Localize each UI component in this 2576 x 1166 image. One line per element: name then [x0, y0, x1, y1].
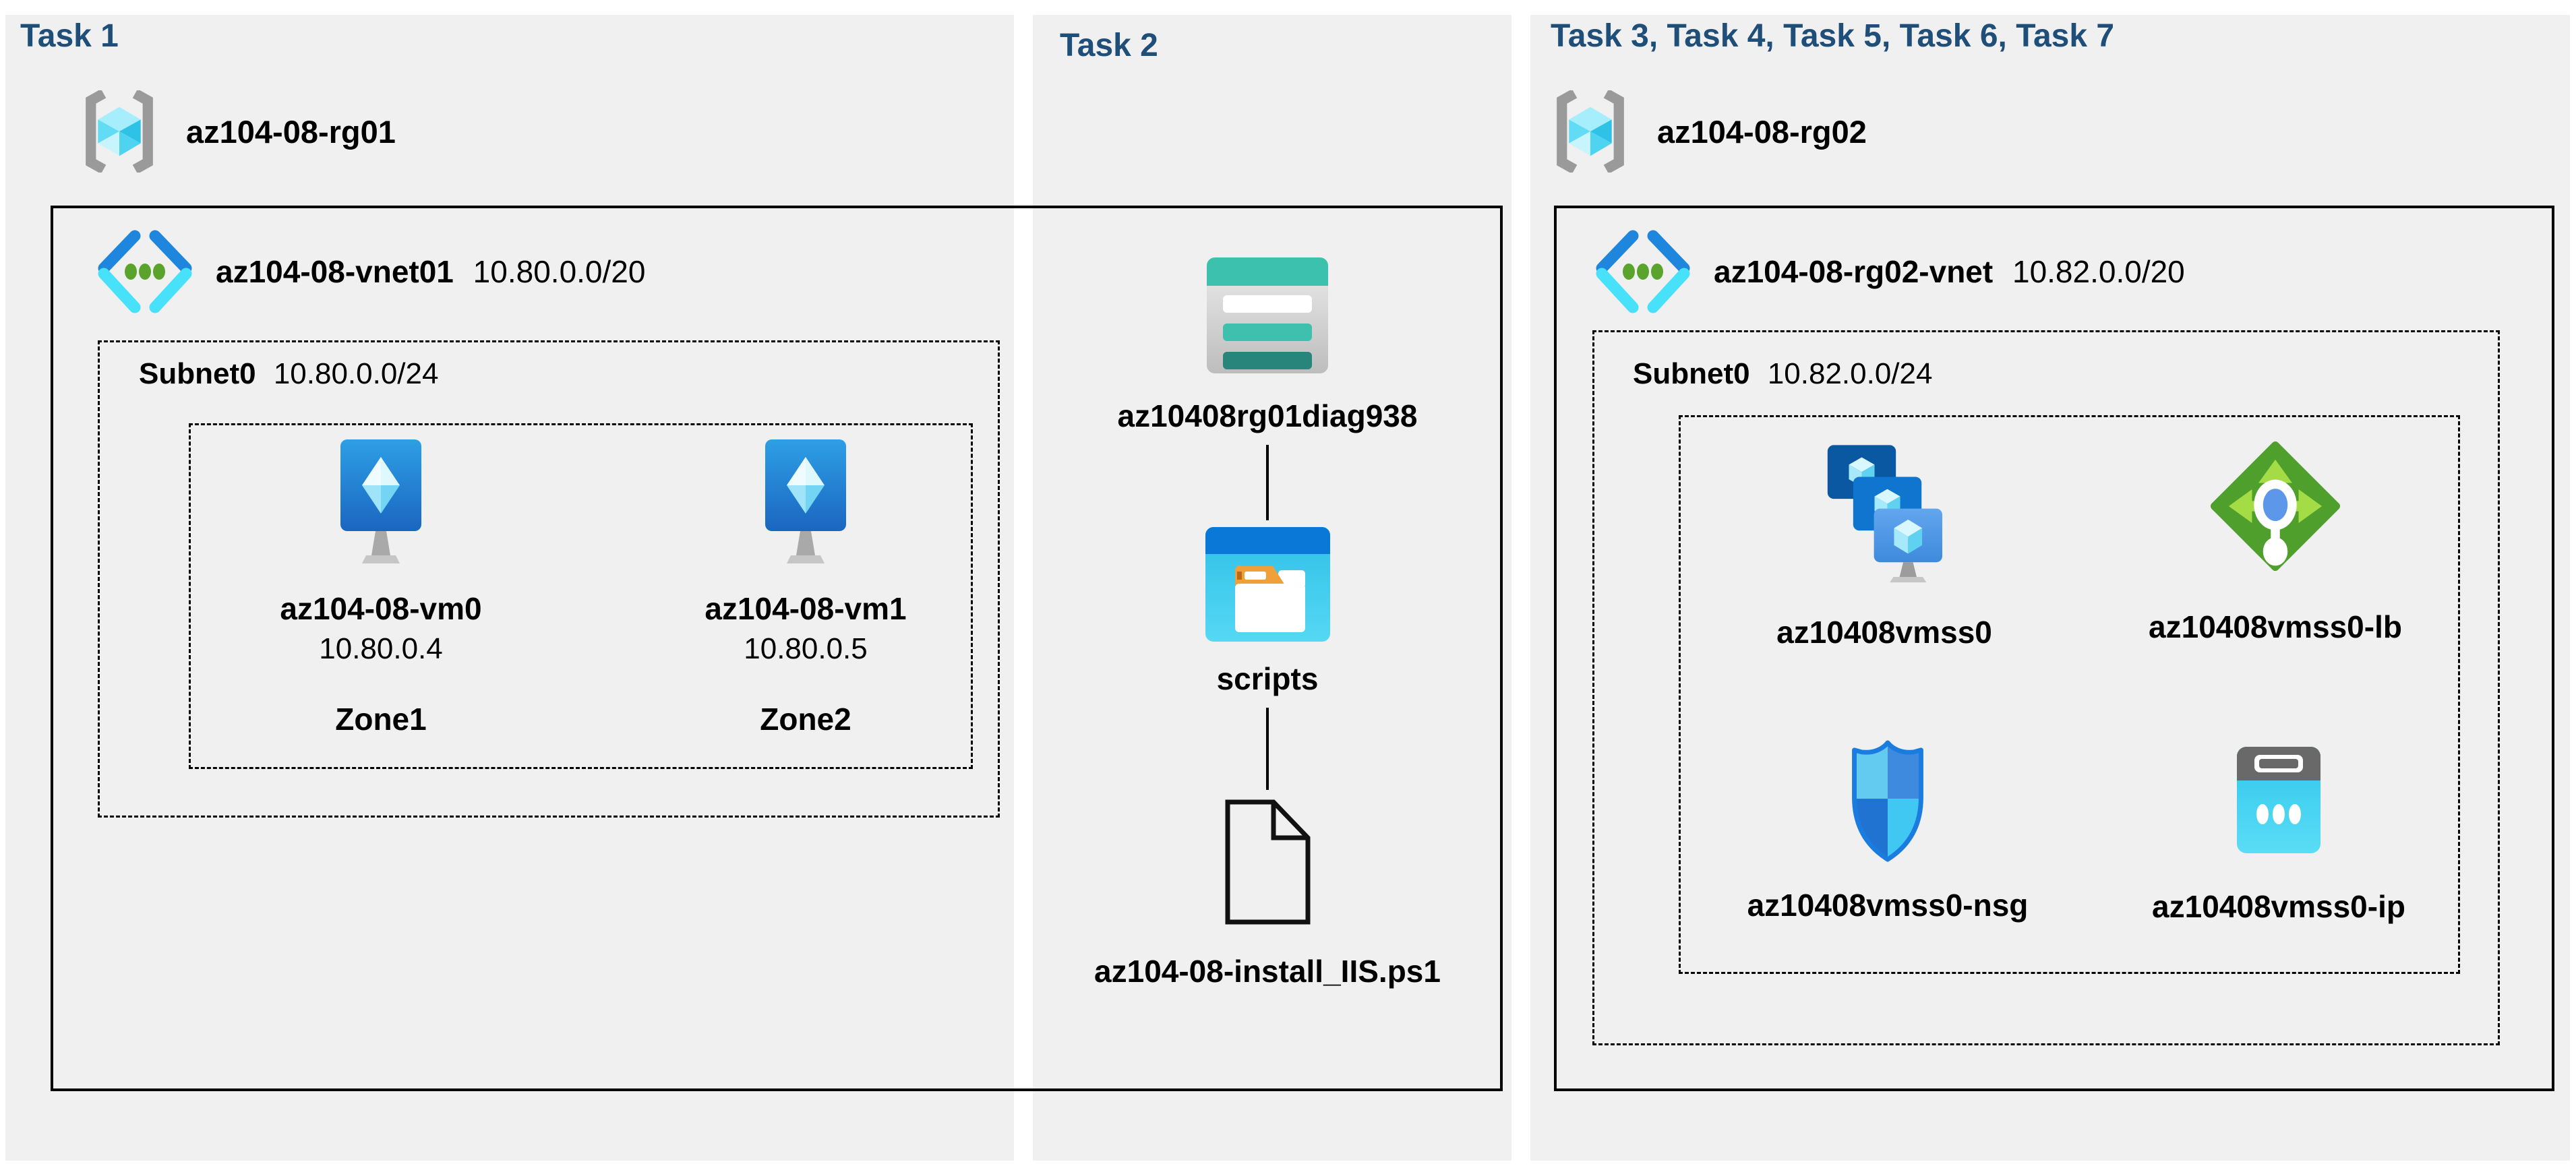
vm-zone-box [189, 423, 973, 769]
vm1-name: az104-08-vm1 [705, 591, 907, 626]
resource-group-rg02: az104-08-rg02 [1551, 90, 1867, 173]
subnet0-cidr: 10.82.0.0/24 [1767, 357, 1933, 390]
vm0-name: az104-08-vm0 [280, 591, 482, 626]
vmss-label: az10408vmss0 [1776, 615, 1992, 650]
load-balancer-icon [2211, 441, 2340, 571]
public-ip-node: az10408vmss0-ip [2124, 747, 2434, 925]
subnet0-name: Subnet0 [1633, 357, 1750, 390]
rg02-boundary-box [1554, 206, 2554, 1091]
nsg-shield-icon [1852, 740, 1923, 862]
public-ip-icon [2237, 747, 2320, 853]
nsg-label: az10408vmss0-nsg [1747, 888, 2029, 923]
script-file-icon [1225, 799, 1310, 925]
public-ip-label: az10408vmss0-ip [2152, 889, 2405, 924]
vmss-node: az10408vmss0 [1729, 441, 2039, 650]
connector-line [1266, 445, 1269, 520]
vnet01-name: az104-08-vnet01 [216, 254, 454, 289]
vnet-icon [98, 230, 192, 313]
subnet0-label-rg02: Subnet0 10.82.0.0/24 [1633, 357, 1932, 391]
vnet02-row: az104-08-rg02-vnet 10.82.0.0/20 [1592, 229, 2185, 314]
vmss-icon [1827, 445, 1942, 583]
storage-account-icon [1207, 257, 1328, 373]
vnet01-row: az104-08-vnet01 10.80.0.0/20 [94, 229, 645, 314]
subnet0-label-rg01: Subnet0 10.80.0.0/24 [139, 357, 438, 391]
vm1-zone: Zone2 [760, 702, 851, 737]
vmss-resources-box [1679, 415, 2460, 974]
rg01-boundary-box [51, 206, 1503, 1091]
nsg-node: az10408vmss0-nsg [1733, 740, 2043, 923]
connector-line [1266, 708, 1269, 790]
vnet01-cidr: 10.80.0.0/20 [473, 254, 646, 289]
task2-column: az10408rg01diag938 scripts az104-08-inst… [1085, 257, 1449, 989]
subnet0-name: Subnet0 [139, 357, 256, 390]
storage-account-label: az10408rg01diag938 [1117, 398, 1418, 433]
load-balancer-node: az10408vmss0-lb [2120, 441, 2430, 645]
vnet01-label: az104-08-vnet01 10.80.0.0/20 [216, 253, 645, 290]
subnet0-box-rg02 [1592, 330, 2500, 1045]
load-balancer-label: az10408vmss0-lb [2149, 609, 2402, 644]
task1-heading: Task 1 [20, 18, 119, 54]
vm-icon [340, 439, 421, 563]
script-file-label: az104-08-install_IIS.ps1 [1094, 954, 1441, 989]
vm0-ip: 10.80.0.4 [319, 632, 443, 665]
vnet02-name: az104-08-rg02-vnet [1714, 254, 1994, 289]
rg02-name-label: az104-08-rg02 [1657, 113, 1867, 150]
vm1-node: az104-08-vm1 10.80.0.5 Zone2 [694, 439, 917, 737]
scripts-container-label: scripts [1216, 661, 1319, 696]
subnet0-cidr: 10.80.0.0/24 [273, 357, 439, 390]
vm1-ip: 10.80.0.5 [744, 632, 868, 665]
vm0-zone: Zone1 [335, 702, 427, 737]
rg01-name-label: az104-08-rg01 [186, 113, 396, 150]
task2-heading: Task 2 [1060, 28, 1158, 63]
vnet02-label: az104-08-rg02-vnet 10.82.0.0/20 [1714, 253, 2185, 290]
task3-heading: Task 3, Task 4, Task 5, Task 6, Task 7 [1551, 18, 2115, 54]
resource-group-rg01: az104-08-rg01 [80, 90, 396, 173]
scripts-container-icon [1205, 527, 1330, 642]
vnet02-cidr: 10.82.0.0/20 [2012, 254, 2185, 289]
vnet-icon [1596, 230, 1690, 313]
resource-group-icon [1557, 90, 1624, 173]
vm-icon [765, 439, 846, 563]
vm0-node: az104-08-vm0 10.80.0.4 Zone1 [270, 439, 492, 737]
subnet0-box-rg01 [98, 340, 1000, 818]
resource-group-icon [86, 90, 153, 173]
